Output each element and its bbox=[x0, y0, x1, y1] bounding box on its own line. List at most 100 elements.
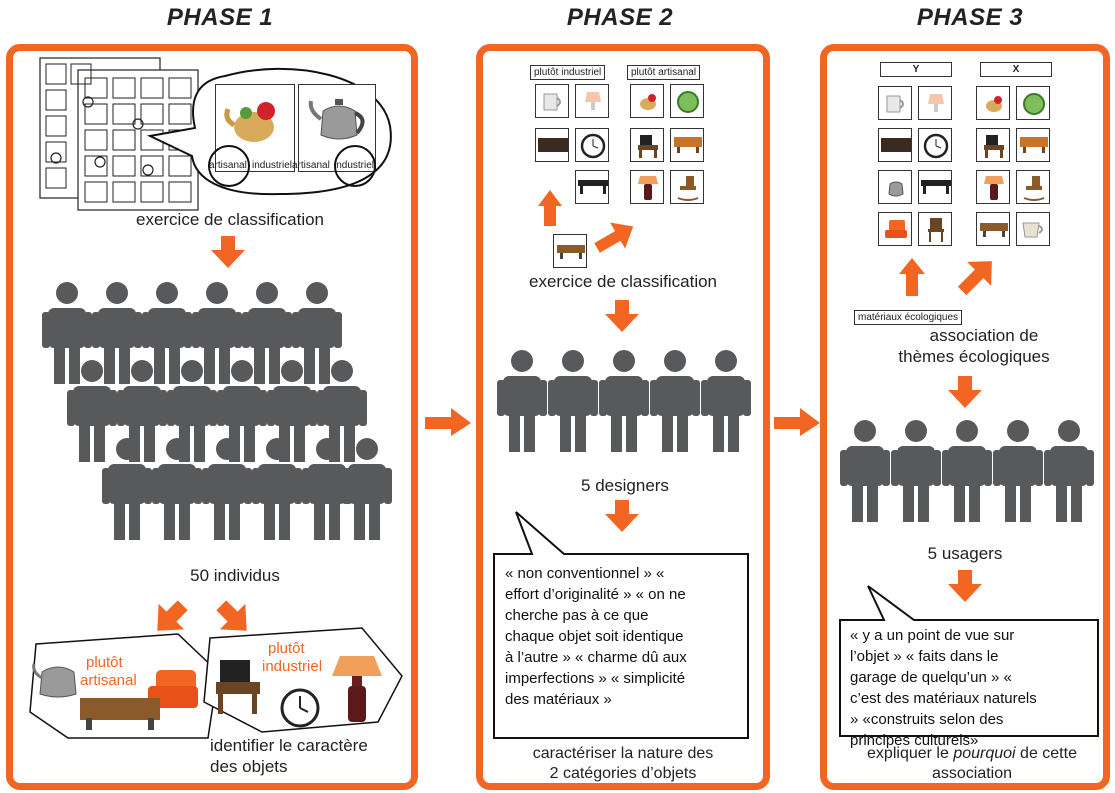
quote-line: « y a un point de vue sur bbox=[850, 627, 1015, 644]
group-artisanal-label-1: plutôt bbox=[86, 654, 123, 671]
wall-clock-icon bbox=[923, 133, 949, 159]
green-clock-icon bbox=[1023, 93, 1045, 115]
card1-label-artisanal: artisanal bbox=[209, 160, 247, 171]
selection-circles bbox=[208, 145, 376, 187]
group-artisanal-label-2: artisanal bbox=[80, 672, 137, 689]
dark-cabinet-icon bbox=[538, 138, 568, 152]
card1-label-industriel: industriel bbox=[252, 160, 293, 171]
association-caption-1: association de bbox=[929, 326, 1039, 345]
quote-line: chaque objet soit identique bbox=[505, 628, 684, 645]
caption-suffix: de cette bbox=[1015, 745, 1077, 762]
quote-line: à l’autre » « charme dû aux bbox=[505, 649, 687, 666]
designers-quote-text: « non conventionnel » « effort d’origina… bbox=[505, 563, 745, 710]
identify-caption-2: des objets bbox=[210, 757, 288, 776]
wood-bench-icon bbox=[80, 698, 160, 730]
wall-clock-icon bbox=[280, 688, 320, 728]
tile-ceramic-teapot bbox=[630, 84, 664, 118]
wood-stool-icon bbox=[1020, 137, 1048, 153]
card2-label-artisanal: artisanal bbox=[292, 160, 330, 171]
tile-table-lamp bbox=[575, 84, 609, 118]
phase2-arrow-down-1 bbox=[605, 300, 639, 332]
artisanal-teapot-card bbox=[215, 84, 295, 172]
phase2-arrow-diag bbox=[594, 222, 634, 253]
participants-caption-50: 50 individus bbox=[190, 566, 280, 585]
phase3-bottom-caption-1: expliquer le pourquoi de cette bbox=[836, 744, 1108, 764]
phase-arrow-2-to-3 bbox=[774, 408, 820, 436]
wood-stool-icon bbox=[674, 137, 702, 153]
tile-wood-stool bbox=[670, 128, 704, 162]
tile-rocking-chair bbox=[670, 170, 704, 204]
classification-grid-sheets bbox=[39, 57, 199, 211]
tile-bottle-lamp bbox=[630, 170, 664, 204]
quote-line: « non conventionnel » « bbox=[505, 565, 665, 582]
phase2-bottom-caption-2: 2 catégories d’objets bbox=[549, 765, 697, 782]
black-table-icon bbox=[921, 180, 951, 194]
p3-tile-table-lamp bbox=[918, 86, 952, 120]
phase2-bottom-caption-1: caractériser la nature des bbox=[532, 745, 714, 762]
phase2-arrow-up bbox=[538, 190, 562, 226]
p3-tile-dining-chair bbox=[918, 212, 952, 246]
p3-tile-dark-cabinet bbox=[878, 128, 912, 162]
p3-tile-rocking-chair bbox=[1016, 170, 1050, 204]
metal-teapot-icon bbox=[308, 99, 365, 140]
tile-dark-cabinet bbox=[535, 128, 569, 162]
p3-tile-ceramic-teapot bbox=[976, 86, 1010, 120]
group-industriel-label-1: plutôt bbox=[268, 640, 305, 657]
p3-tile-wood-stool bbox=[1016, 128, 1050, 162]
glass-mug-icon bbox=[543, 93, 561, 111]
group-industriel-label-2: industriel bbox=[262, 658, 323, 675]
rocking-chair-icon bbox=[677, 176, 699, 201]
wooden-chair-icon bbox=[638, 135, 658, 158]
bottle-lamp-icon bbox=[984, 176, 1004, 200]
phase3-arrow-down-1 bbox=[948, 376, 982, 408]
quote-line: des matériaux » bbox=[505, 691, 612, 708]
phase1-arrow-diag-left bbox=[157, 600, 188, 631]
glass-mug-icon bbox=[886, 95, 904, 113]
participants-users-5 bbox=[840, 420, 1094, 522]
p3-tile-armchair bbox=[878, 212, 912, 246]
group-artisanal-outline bbox=[29, 633, 219, 739]
participants-crowd-50 bbox=[42, 282, 392, 540]
quote-line: garage de quelqu’un » « bbox=[850, 669, 1012, 686]
group-industriel-outline bbox=[203, 627, 403, 733]
p3-tile-glass-mug bbox=[878, 86, 912, 120]
metal-teapot-icon bbox=[32, 663, 77, 698]
caption-italic: pourquoi bbox=[953, 745, 1016, 762]
quote-line: l’objet » « faits dans le bbox=[850, 648, 999, 665]
wood-bench-icon bbox=[557, 245, 585, 259]
participants-caption-users: 5 usagers bbox=[927, 544, 1003, 563]
caption-prefix: expliquer le bbox=[867, 745, 954, 762]
identify-caption-1: identifier le caractère bbox=[210, 736, 368, 755]
users-quote-text: « y a un point de vue sur l’objet » « fa… bbox=[850, 625, 1095, 751]
association-caption-2: thèmes écologiques bbox=[898, 347, 1050, 366]
phase-1-title: PHASE 1 bbox=[166, 4, 274, 31]
designers-quote-bubble bbox=[493, 511, 749, 739]
quote-line: » «construits selon des bbox=[850, 711, 1004, 728]
wood-bench-icon bbox=[980, 223, 1008, 237]
phase-2-title: PHASE 2 bbox=[566, 4, 674, 31]
quote-line: effort d’originalité » « on ne bbox=[505, 586, 686, 603]
p3-tile-cup bbox=[1016, 212, 1050, 246]
phase1-arrow-diag-right bbox=[216, 600, 247, 631]
artisanal-teapot-icon bbox=[224, 102, 275, 142]
cup-icon bbox=[1022, 222, 1043, 238]
quote-line: c’est des matériaux naturels bbox=[850, 690, 1037, 707]
p3-tile-wood-bench bbox=[976, 212, 1010, 246]
table-lamp-icon bbox=[585, 92, 601, 110]
tile-green-clock bbox=[670, 84, 704, 118]
p3-tile-wall-clock bbox=[918, 128, 952, 162]
p3-tile-black-table bbox=[918, 170, 952, 204]
quote-line: cherche pas à ce que bbox=[505, 607, 649, 624]
metal-teapot-icon bbox=[888, 181, 904, 197]
tag-plutot-artisanal: plutôt artisanal bbox=[627, 65, 701, 80]
participants-designers-5 bbox=[497, 350, 751, 452]
phase3-bottom-caption-2: association bbox=[931, 765, 1013, 782]
quote-line: principes culturels» bbox=[850, 732, 979, 749]
table-lamp-icon bbox=[928, 94, 944, 112]
phase3-arrow-diag bbox=[957, 261, 992, 296]
wooden-chair-icon bbox=[216, 660, 260, 714]
p3-tile-wooden-chair bbox=[976, 128, 1010, 162]
green-clock-icon bbox=[677, 91, 699, 113]
tag-x: X bbox=[980, 62, 1052, 77]
dining-chair-icon bbox=[928, 218, 944, 242]
